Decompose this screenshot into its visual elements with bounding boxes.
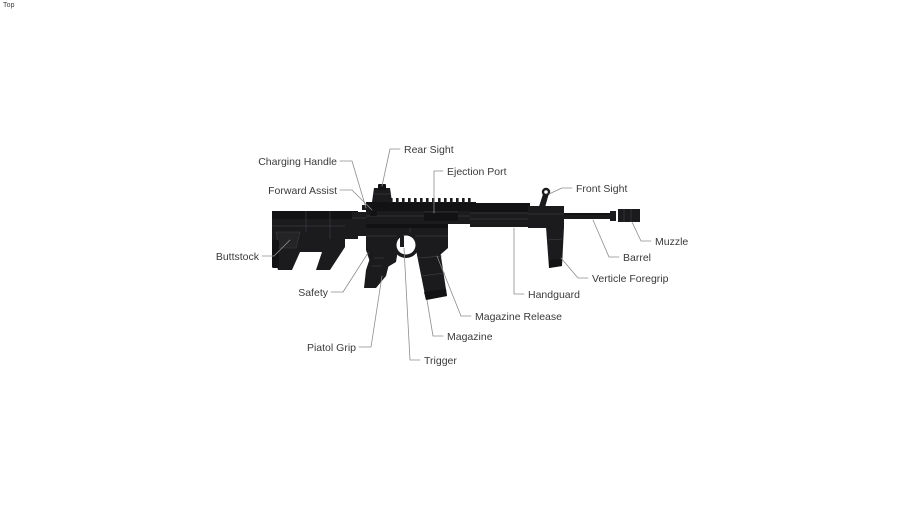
leader-front-sight — [548, 187, 573, 195]
upper-receiver-part — [366, 206, 470, 224]
magazine-part — [416, 250, 447, 300]
label-rear-sight: Rear Sight — [404, 144, 454, 156]
leader-forward-assist — [339, 189, 373, 211]
label-magazine-release: Magazine Release — [475, 311, 562, 323]
leader-magazine — [426, 299, 444, 337]
label-piatol-grip: Piatol Grip — [307, 342, 356, 354]
label-buttstock: Buttstock — [216, 251, 260, 263]
leader-magazine-release — [436, 255, 472, 317]
label-safety: Safety — [298, 287, 329, 299]
leader-safety — [330, 252, 369, 293]
label-verticle-foregrip: Verticle Foregrip — [592, 273, 669, 285]
rear-sight-part — [372, 184, 392, 202]
leader-muzzle — [631, 221, 652, 242]
trigger-guard-part — [393, 232, 419, 258]
leader-buttstock — [261, 239, 291, 257]
leader-barrel — [592, 219, 620, 258]
muzzle-part — [610, 209, 640, 222]
leader-piatol-grip — [358, 275, 383, 348]
rifle-illustration — [272, 184, 640, 300]
leader-ejection-port — [433, 170, 444, 214]
label-charging-handle: Charging Handle — [258, 156, 337, 168]
leader-lines — [261, 148, 652, 361]
label-forward-assist: Forward Assist — [268, 185, 337, 197]
label-ejection-port: Ejection Port — [447, 166, 507, 178]
gas-block-part — [528, 206, 564, 228]
picatinny-rail-part — [366, 198, 476, 207]
label-trigger: Trigger — [424, 355, 457, 367]
leader-trigger — [403, 247, 421, 361]
barrel-part — [564, 213, 612, 219]
label-barrel: Barrel — [623, 252, 651, 264]
pistol-grip-part — [364, 252, 392, 288]
label-muzzle: Muzzle — [655, 236, 688, 248]
label-texts: Charging Handle Rear Sight Ejection Port… — [216, 144, 689, 367]
vertical-foregrip-part — [546, 227, 564, 268]
leader-verticle-foregrip — [560, 257, 589, 279]
leader-charging-handle — [339, 160, 367, 209]
buttstock-part — [272, 211, 358, 270]
label-magazine: Magazine — [447, 331, 493, 343]
leader-rear-sight — [381, 148, 401, 187]
label-handguard: Handguard — [528, 289, 580, 301]
view-orientation-label: Top — [3, 2, 15, 9]
leader-handguard — [513, 227, 525, 295]
label-front-sight: Front Sight — [576, 183, 627, 195]
